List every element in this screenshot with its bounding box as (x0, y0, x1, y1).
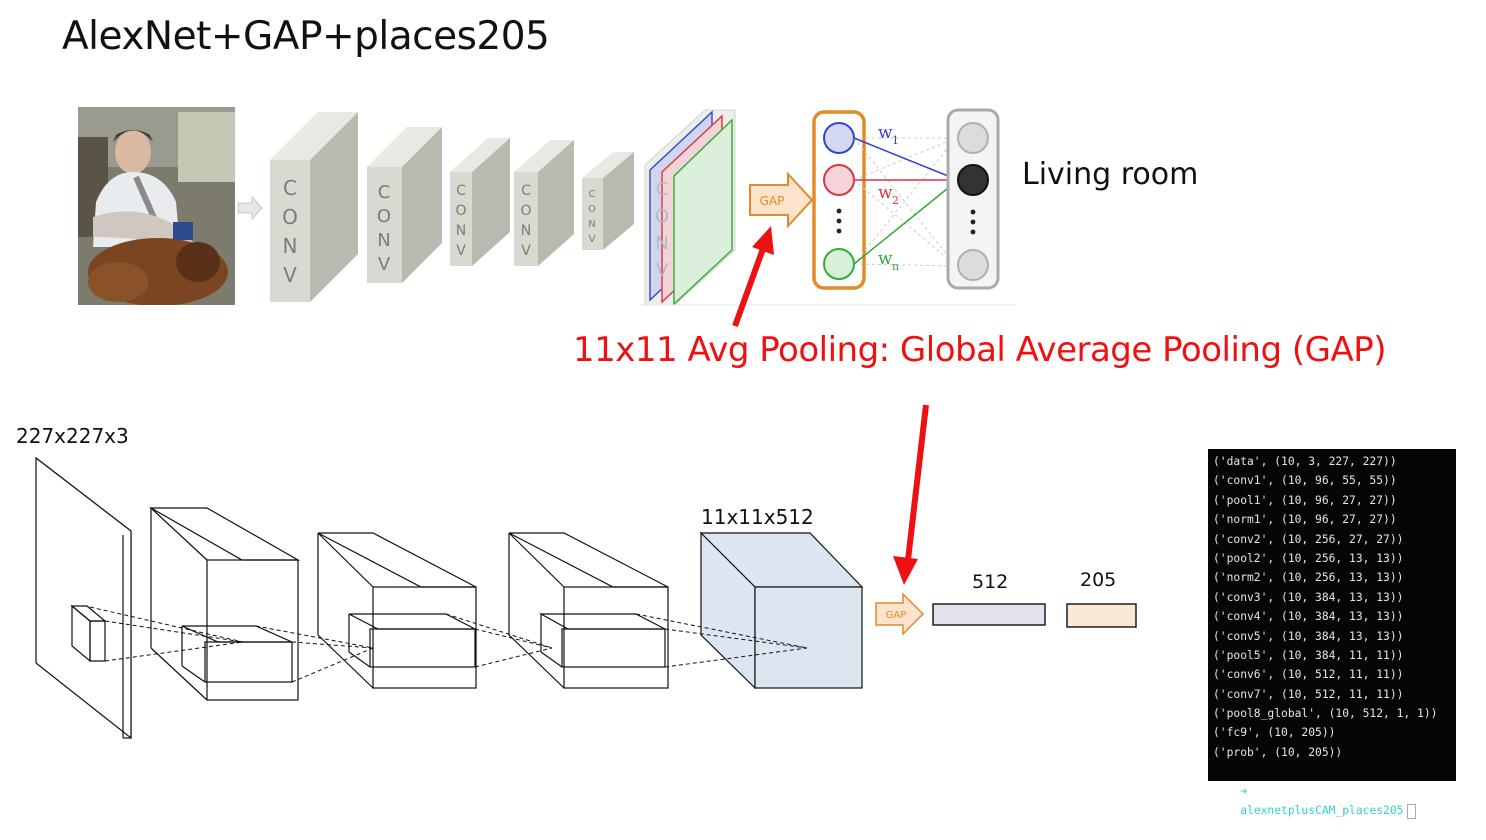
conv3-letter-v: V (456, 243, 466, 259)
output-class-label: Living room (1022, 157, 1199, 192)
conv-labels: C O N V C O N V C O N V C O N V C O N V … (282, 176, 785, 287)
conv5-letter-c: C (589, 189, 596, 200)
receptive-field-lines (89, 606, 808, 683)
conv2-letter-c: C (378, 182, 391, 203)
output-units-box (946, 108, 1000, 290)
terminal-line: ('data', (10, 3, 227, 227)) (1213, 455, 1397, 468)
output-unit-n (957, 249, 989, 281)
terminal-line: ('pool5', (10, 384, 11, 11)) (1213, 648, 1404, 662)
conv6-letter-n: N (655, 233, 668, 254)
terminal-line: ('prob', (10, 205)) (1213, 745, 1343, 759)
terminal-line: ('conv4', (10, 384, 13, 13)) (1213, 610, 1404, 624)
conv6-letter-v: V (656, 260, 669, 281)
fc-512-label: 512 (972, 571, 1009, 593)
conv1-letter-o: O (282, 205, 298, 229)
conv6-letter-o: O (655, 206, 669, 227)
block-1 (148, 507, 301, 701)
conv2-letter-v: V (378, 254, 391, 275)
terminal-line: ('conv2', (10, 256, 27, 27)) (1213, 532, 1404, 546)
output-unit-active (957, 164, 989, 196)
conv1-letter-c: C (283, 176, 297, 200)
terminal-line: ('conv5', (10, 384, 13, 13)) (1213, 629, 1404, 643)
gap-label-bottom: GAP (886, 610, 907, 621)
conv-block-1 (270, 112, 358, 302)
input-arrow (237, 195, 263, 221)
red-arrow-down (905, 404, 929, 561)
terminal-line: ('norm2', (10, 256, 13, 13)) (1213, 571, 1404, 585)
conv3-letter-o: O (455, 203, 466, 219)
prompt-arrow-icon: ➜ (1240, 784, 1248, 798)
terminal-line: ('conv3', (10, 384, 13, 13)) (1213, 590, 1404, 604)
fc-205-label: 205 (1080, 569, 1117, 591)
conv4-letter-o: O (520, 203, 531, 219)
input-slab (28, 456, 132, 740)
gap-caption: 11x11 Avg Pooling: Global Average Poolin… (573, 330, 1386, 370)
terminal-line: ('pool8_global', (10, 512, 1, 1)) (1213, 707, 1438, 721)
terminal-line: ('norm1', (10, 96, 27, 27)) (1213, 513, 1397, 527)
output-unit-1 (957, 122, 989, 154)
input-dim-label: 227x227x3 (16, 424, 129, 448)
weight-w2-subscript: 2 (892, 194, 899, 207)
weight-w1: w (878, 123, 893, 143)
weight-wn: w (878, 249, 893, 269)
conv1-letter-v: V (283, 263, 297, 287)
conv1-letter-n: N (283, 234, 298, 258)
terminal-line: ('conv7', (10, 512, 11, 11)) (1213, 687, 1404, 701)
block-2 (317, 532, 477, 689)
slide-title: AlexNet+GAP+places205 (62, 14, 550, 59)
conv3-letter-c: C (456, 183, 466, 199)
weight-w2: w (878, 183, 893, 203)
conv3-letter-n: N (456, 223, 466, 239)
conv5-letter-n: N (588, 219, 595, 230)
gap-label-top: GAP (760, 194, 785, 208)
conv4-letter-v: V (521, 243, 531, 259)
conv4-letter-c: C (521, 183, 531, 199)
red-arrow-up (732, 244, 767, 328)
conv2-letter-n: N (377, 230, 390, 251)
top-network-diagram: w 1 w 2 w n (237, 108, 1016, 328)
terminal-prompt: alexnetplusCAM_places205 (1240, 804, 1404, 818)
terminal-prompt-line[interactable]: ➜ alexnetplusCAM_places205 (1213, 762, 1456, 819)
gap-arrow-top (749, 171, 814, 229)
conv-block-6-feature-maps (644, 109, 736, 306)
terminal-cursor (1407, 803, 1417, 819)
input-photo (78, 107, 235, 305)
feature-dim-label: 11x11x512 (701, 505, 814, 529)
fc-512-box (932, 603, 1046, 626)
block-3 (508, 532, 669, 689)
terminal-output: ('data', (10, 3, 227, 227)) ('conv1', (1… (1208, 449, 1456, 819)
conv4-letter-n: N (521, 223, 531, 239)
conv-block-4 (514, 140, 574, 266)
feature-block (699, 531, 864, 690)
terminal-line: ('conv1', (10, 96, 55, 55)) (1213, 474, 1397, 488)
fc-205-box (1066, 603, 1137, 628)
conv-block-5 (582, 152, 634, 250)
conv2-letter-o: O (377, 206, 391, 227)
terminal-line: ('pool1', (10, 96, 27, 27)) (1213, 493, 1397, 507)
conv-block-3 (450, 138, 510, 266)
conv6-letter-c: C (656, 179, 669, 200)
terminal-line: ('pool2', (10, 256, 13, 13)) (1213, 551, 1404, 565)
conv5-letter-o: O (588, 204, 596, 215)
weight-w1-subscript: 1 (892, 134, 899, 147)
gap-units-box (812, 110, 866, 290)
terminal-line: ('conv6', (10, 512, 11, 11)) (1213, 668, 1404, 682)
conv-block-2 (367, 127, 442, 283)
bottom-network-diagram: GAP (28, 404, 1137, 740)
conv5-letter-v: V (589, 234, 596, 245)
weight-wn-subscript: n (892, 260, 899, 273)
gap-arrow-bottom (875, 592, 925, 636)
terminal-line: ('fc9', (10, 205)) (1213, 726, 1336, 740)
